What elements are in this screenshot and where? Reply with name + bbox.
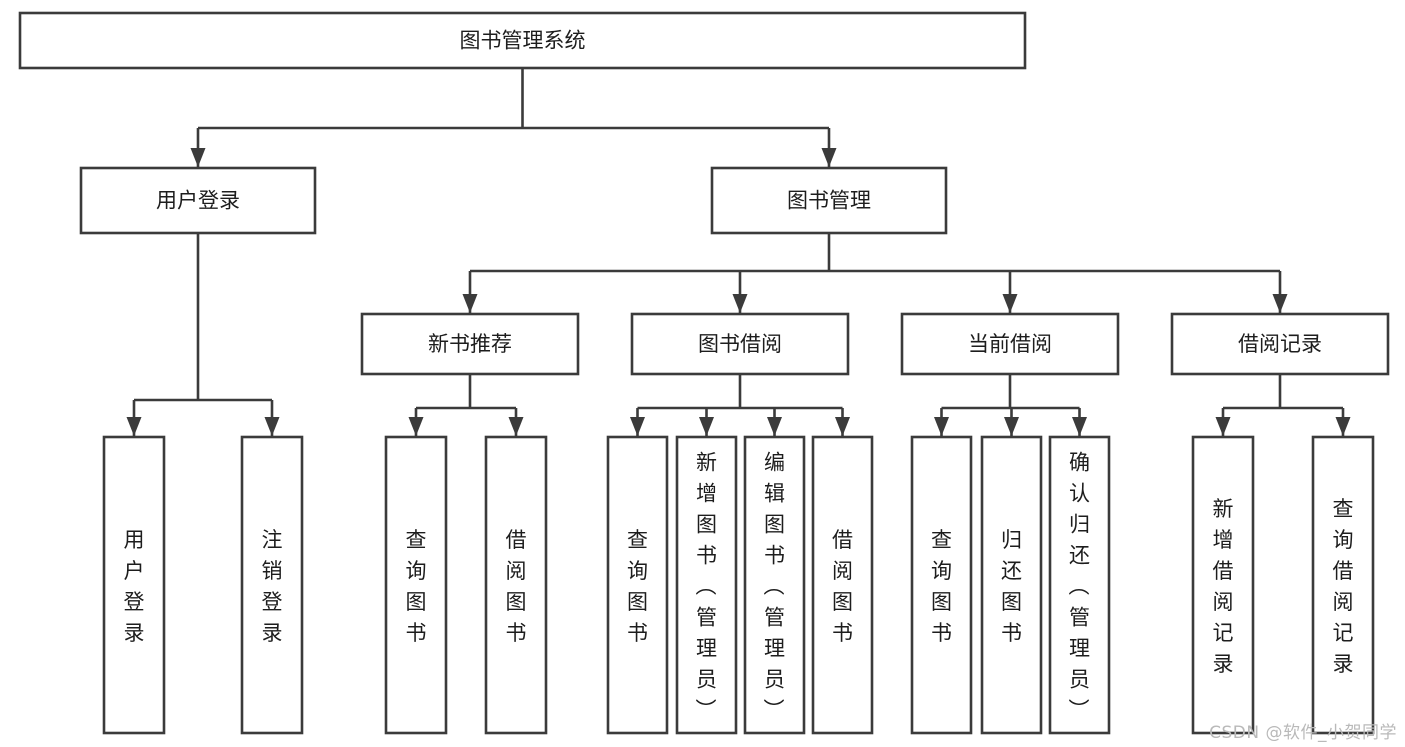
node-box-leaf-borrow-book-recommend bbox=[484, 435, 548, 735]
arrow-head-icon bbox=[732, 294, 748, 313]
arrow-head-icon bbox=[1002, 294, 1018, 313]
node-label-borrow-records: 借阅记录 bbox=[1238, 332, 1322, 356]
node-label-leaf-add-book: 新增图书（管理员） bbox=[696, 451, 718, 723]
node-leaf-edit-book[interactable]: 编辑图书（管理员） bbox=[743, 435, 806, 735]
node-root[interactable]: 图书管理系统 bbox=[18, 11, 1027, 70]
arrow-head-icon bbox=[1215, 417, 1231, 436]
node-leaf-user-logout[interactable]: 注销登录 bbox=[240, 435, 304, 735]
node-label-leaf-query-book-recommend: 查询图书 bbox=[406, 528, 427, 645]
node-box-user-login bbox=[79, 166, 317, 235]
node-label-leaf-return-book: 归还图书 bbox=[1001, 528, 1022, 645]
arrow-head-icon bbox=[1004, 417, 1019, 436]
node-user-login[interactable]: 用户登录 bbox=[79, 166, 317, 235]
connector-edges bbox=[126, 68, 1351, 436]
node-label-leaf-query-book-borrow: 查询图书 bbox=[627, 528, 648, 645]
arrow-head-icon bbox=[408, 417, 424, 436]
node-box-new-book-recommend bbox=[360, 312, 580, 376]
node-leaf-add-borrow-record[interactable]: 新增借阅记录 bbox=[1191, 435, 1255, 735]
node-label-book-borrow: 图书借阅 bbox=[698, 332, 782, 356]
node-leaf-query-book-borrow[interactable]: 查询图书 bbox=[606, 435, 669, 735]
node-box-borrow-records bbox=[1170, 312, 1390, 376]
node-box-leaf-query-book-recommend bbox=[384, 435, 448, 735]
node-box-leaf-add-borrow-record bbox=[1191, 435, 1255, 735]
node-label-new-book-recommend: 新书推荐 bbox=[428, 332, 512, 356]
node-label-current-borrow: 当前借阅 bbox=[968, 332, 1052, 356]
node-label-leaf-add-borrow-record: 新增借阅记录 bbox=[1213, 497, 1234, 676]
node-box-leaf-edit-book bbox=[743, 435, 806, 735]
node-book-borrow[interactable]: 图书借阅 bbox=[630, 312, 850, 376]
node-leaf-query-book-recommend[interactable]: 查询图书 bbox=[384, 435, 448, 735]
arrow-head-icon bbox=[126, 417, 142, 436]
node-box-leaf-return-book bbox=[980, 435, 1043, 735]
node-box-leaf-user-logout bbox=[240, 435, 304, 735]
node-leaf-confirm-return[interactable]: 确认归还（管理员） bbox=[1048, 435, 1111, 735]
watermark-label: CSDN @软件_小贺同学 bbox=[1209, 723, 1397, 743]
node-label-user-login: 用户登录 bbox=[156, 189, 240, 213]
node-box-leaf-user-login bbox=[102, 435, 166, 735]
node-box-book-borrow bbox=[630, 312, 850, 376]
arrow-head-icon bbox=[1335, 417, 1351, 436]
node-label-leaf-user-login: 用户登录 bbox=[124, 528, 145, 645]
node-leaf-query-book-current[interactable]: 查询图书 bbox=[910, 435, 973, 735]
arrow-head-icon bbox=[264, 417, 280, 436]
arrow-head-icon bbox=[699, 417, 714, 436]
node-box-leaf-query-book-current bbox=[910, 435, 973, 735]
node-box-leaf-query-book-borrow bbox=[606, 435, 669, 735]
arrow-head-icon bbox=[508, 417, 524, 436]
arrow-head-icon bbox=[190, 148, 206, 167]
node-box-leaf-confirm-return bbox=[1048, 435, 1111, 735]
arrow-head-icon bbox=[630, 417, 645, 436]
node-leaf-user-login[interactable]: 用户登录 bbox=[102, 435, 166, 735]
node-box-leaf-add-book bbox=[675, 435, 738, 735]
node-current-borrow[interactable]: 当前借阅 bbox=[900, 312, 1120, 376]
node-label-book-management: 图书管理 bbox=[787, 189, 871, 213]
arrow-head-icon bbox=[462, 294, 478, 313]
arrow-head-icon bbox=[1072, 417, 1087, 436]
node-label-leaf-confirm-return: 确认归还（管理员） bbox=[1069, 451, 1091, 723]
node-new-book-recommend[interactable]: 新书推荐 bbox=[360, 312, 580, 376]
node-box-leaf-query-borrow-record bbox=[1311, 435, 1375, 735]
diagram-nodes: 图书管理系统用户登录图书管理新书推荐图书借阅当前借阅借阅记录用户登录注销登录查询… bbox=[18, 11, 1390, 735]
node-leaf-query-borrow-record[interactable]: 查询借阅记录 bbox=[1311, 435, 1375, 735]
node-leaf-add-book[interactable]: 新增图书（管理员） bbox=[675, 435, 738, 735]
node-label-leaf-user-logout: 注销登录 bbox=[262, 528, 283, 645]
node-box-leaf-borrow-book bbox=[811, 435, 874, 735]
node-label-leaf-borrow-book: 借阅图书 bbox=[832, 528, 853, 645]
node-borrow-records[interactable]: 借阅记录 bbox=[1170, 312, 1390, 376]
node-label-root: 图书管理系统 bbox=[460, 29, 586, 53]
node-label-leaf-query-borrow-record: 查询借阅记录 bbox=[1333, 497, 1354, 676]
node-leaf-return-book[interactable]: 归还图书 bbox=[980, 435, 1043, 735]
node-label-leaf-query-book-current: 查询图书 bbox=[931, 528, 952, 645]
node-box-root bbox=[18, 11, 1027, 70]
arrow-head-icon bbox=[767, 417, 782, 436]
node-label-leaf-edit-book: 编辑图书（管理员） bbox=[764, 451, 786, 723]
arrow-head-icon bbox=[835, 417, 850, 436]
node-box-current-borrow bbox=[900, 312, 1120, 376]
arrow-head-icon bbox=[934, 417, 949, 436]
node-label-leaf-borrow-book-recommend: 借阅图书 bbox=[506, 528, 527, 645]
node-leaf-borrow-book-recommend[interactable]: 借阅图书 bbox=[484, 435, 548, 735]
node-book-management[interactable]: 图书管理 bbox=[710, 166, 948, 235]
arrow-head-icon bbox=[1272, 294, 1288, 313]
node-box-book-management bbox=[710, 166, 948, 235]
node-leaf-borrow-book[interactable]: 借阅图书 bbox=[811, 435, 874, 735]
arrow-head-icon bbox=[821, 148, 837, 167]
